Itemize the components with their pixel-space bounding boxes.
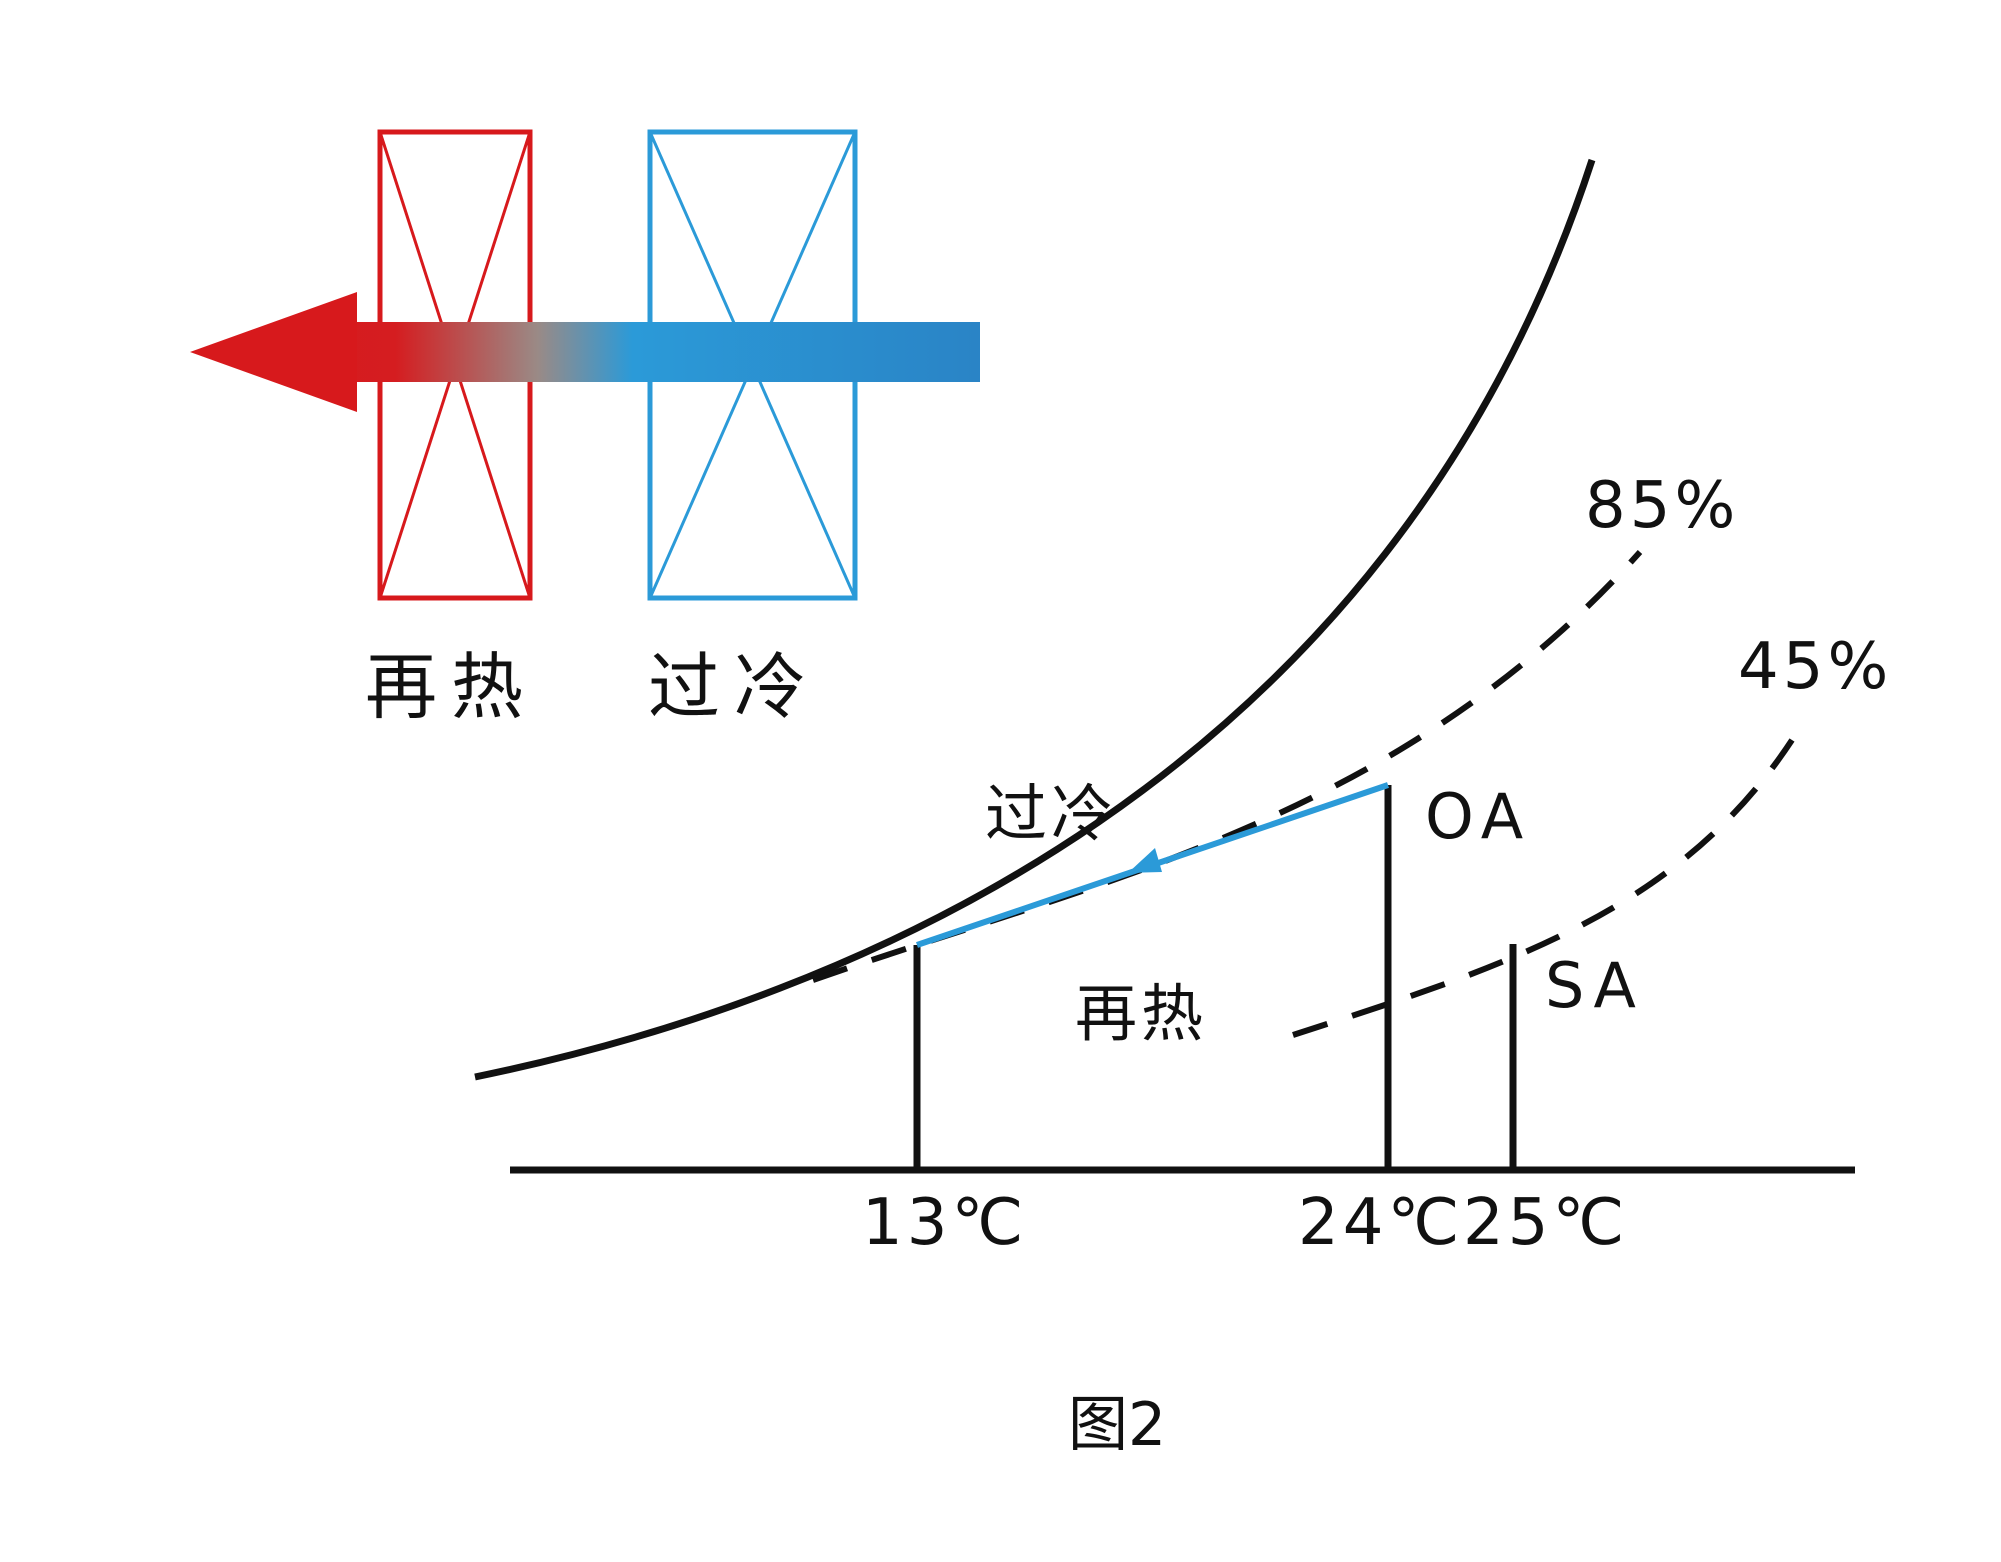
figure-caption: 图2	[1068, 1390, 1166, 1460]
subcool-legend-label: 过冷	[648, 645, 820, 729]
temp-25c-label: 25℃	[1463, 1186, 1628, 1260]
oa-point-label: OA	[1425, 780, 1531, 853]
temp-13c-label: 13℃	[862, 1186, 1027, 1260]
saturation-curve	[474, 158, 1596, 1081]
airflow-arrow-icon	[190, 292, 980, 412]
subcool-region-label: 过冷	[985, 777, 1117, 850]
rh-45-label: 45%	[1738, 630, 1892, 704]
reheat-region-label: 再热	[1075, 977, 1207, 1050]
cooling-process-arrow	[916, 782, 1389, 948]
temp-24c-label: 24℃	[1298, 1186, 1463, 1260]
sa-point-label: SA	[1545, 949, 1644, 1022]
reheat-legend-label: 再热	[365, 645, 537, 729]
rh-45-curve	[1292, 738, 1795, 1038]
rh-85-label: 85%	[1585, 469, 1739, 543]
